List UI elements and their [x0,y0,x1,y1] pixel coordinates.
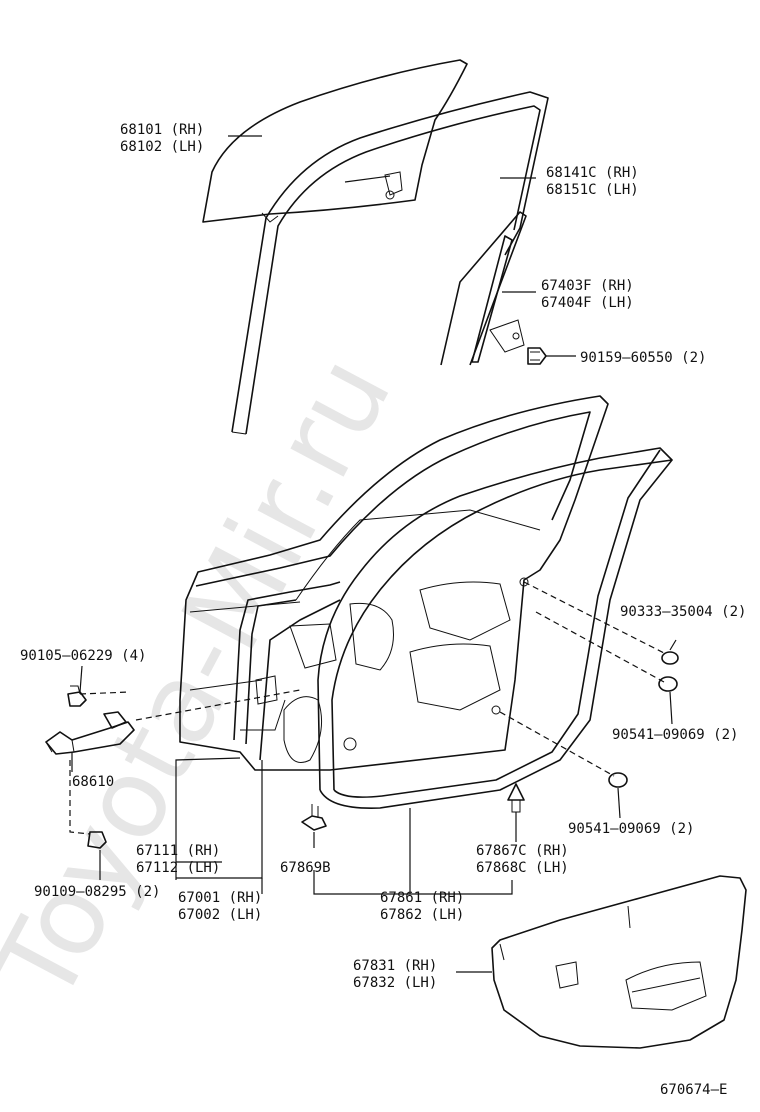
plug-90333-icon [661,651,679,665]
callout-90541-lower: 90541–09069 (2) [568,821,694,837]
diagram-code: 670674–E [660,1082,727,1098]
callout-68141c: 68141C (RH) [546,165,639,181]
callout-67111: 67111 (RH) [136,843,220,859]
callout-90333: 90333–35004 (2) [620,604,746,620]
callout-67832: 67832 (LH) [353,975,437,991]
leader-lines [71,135,677,973]
plug-90541b-icon [608,772,628,788]
glass-run-part [231,91,549,435]
bolt-90159-icon [527,347,547,365]
plug-90541a-icon [658,676,678,692]
clip-67867c-icon [507,783,525,813]
clip-67869b-icon [301,804,327,831]
callout-67868c: 67868C (LH) [476,860,569,876]
callout-90109: 90109–08295 (2) [34,884,160,900]
door-weatherstrip-part [317,447,673,809]
callout-67112: 67112 (LH) [136,860,220,876]
callout-67404f: 67404F (LH) [541,295,634,311]
dashed-leaders [69,581,667,835]
callout-67869b: 67869B [280,860,331,876]
callout-90105: 90105–06229 (4) [20,648,146,664]
bolt-90105-icon [67,685,87,707]
callout-68610: 68610 [72,774,114,790]
callout-67862: 67862 (LH) [380,907,464,923]
callout-67002: 67002 (LH) [178,907,262,923]
division-bar-part [440,211,527,366]
callout-68102: 68102 (LH) [120,139,204,155]
callout-67403f: 67403F (RH) [541,278,634,294]
door-glass-part [202,59,468,223]
callout-90541-upper: 90541–09069 (2) [612,727,738,743]
callout-68151c: 68151C (LH) [546,182,639,198]
callout-67831: 67831 (RH) [353,958,437,974]
door-inner-panel-part [233,581,341,763]
callout-68101: 68101 (RH) [120,122,204,138]
door-inner-openings [289,577,529,751]
callout-67861: 67861 (RH) [380,890,464,906]
door-check-68610-icon [45,711,135,755]
bolt-90109-icon [87,831,107,849]
callout-90159: 90159–60550 (2) [580,350,706,366]
front-door-panel-part [179,395,609,771]
callout-67001: 67001 (RH) [178,890,262,906]
callout-67867c: 67867C (RH) [476,843,569,859]
service-hole-cover-part [491,875,747,1049]
